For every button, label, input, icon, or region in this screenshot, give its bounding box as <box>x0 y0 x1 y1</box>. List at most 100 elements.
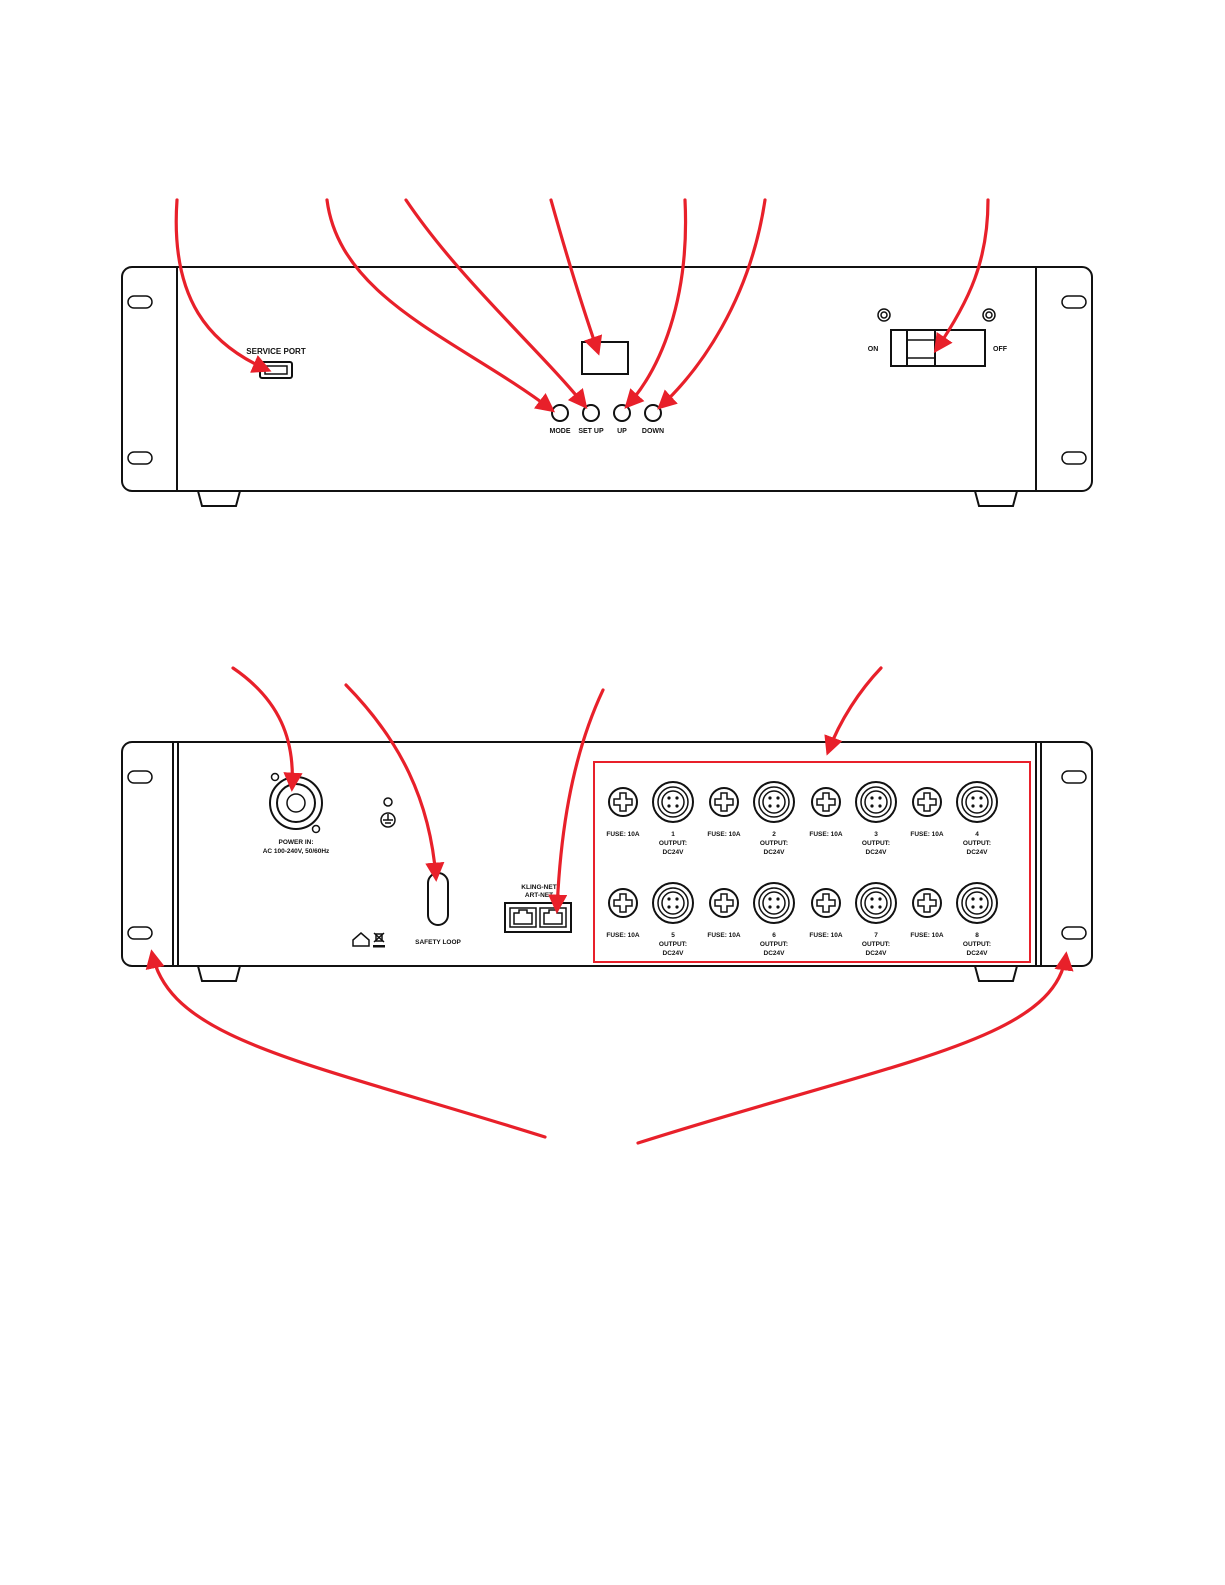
output-connector <box>753 882 795 924</box>
indicator-led <box>383 797 393 807</box>
rear-chassis <box>121 741 1093 967</box>
fuse-label: FUSE: 10A <box>707 932 741 939</box>
fuse-label: FUSE: 10A <box>910 831 944 838</box>
up-button-label: UP <box>617 428 627 435</box>
fuse-label: FUSE: 10A <box>809 932 843 939</box>
output-voltage-label: DC24V <box>967 849 989 856</box>
rear-callout-arrows <box>145 666 1074 1145</box>
output-label: OUTPUT: <box>760 941 788 948</box>
power-in-label: POWER IN: <box>278 839 313 846</box>
output-label: OUTPUT: <box>659 941 687 948</box>
fuse-holder <box>608 888 638 918</box>
fuse-holder <box>709 787 739 817</box>
arrow-setup <box>404 198 588 409</box>
output-number: 4 <box>975 831 979 838</box>
arrow-power-switch <box>933 198 990 354</box>
art-net-label: ART-NET <box>525 892 553 899</box>
fuse-label: FUSE: 10A <box>606 831 640 838</box>
rack-slot <box>127 295 153 309</box>
safety-loop <box>427 872 449 926</box>
kling-net-label: KLING-NET <box>521 884 556 891</box>
output-voltage-label: DC24V <box>663 950 685 957</box>
fuse-label: FUSE: 10A <box>910 932 944 939</box>
output-voltage-label: DC24V <box>866 950 888 957</box>
output-connector <box>753 781 795 823</box>
up-button <box>613 404 631 422</box>
switch-off-label: OFF <box>993 346 1008 353</box>
display-window <box>581 341 629 375</box>
arrow-network <box>548 688 605 914</box>
arrow-power-in <box>231 666 303 792</box>
service-port-label: SERVICE PORT <box>246 347 306 356</box>
output-number: 7 <box>874 932 878 939</box>
down-button-label: DOWN <box>642 428 664 435</box>
rack-slot <box>127 926 153 940</box>
safety-loop-label: SAFETY LOOP <box>415 939 461 946</box>
down-button <box>644 404 662 422</box>
output-label: OUTPUT: <box>659 840 687 847</box>
front-chassis <box>121 266 1093 492</box>
rear-panel: POWER IN: AC 100-240V, 50/60Hz SAFETY LO… <box>121 741 1093 982</box>
fuse-holder <box>912 888 942 918</box>
setup-button <box>582 404 600 422</box>
arrow-display <box>549 198 603 356</box>
fuse-label: FUSE: 10A <box>707 831 741 838</box>
arrow-safety-loop <box>344 683 445 882</box>
fuse-holder <box>811 888 841 918</box>
mode-button-label: MODE <box>550 428 571 435</box>
output-connector <box>956 781 998 823</box>
rack-slot <box>127 770 153 784</box>
rj45-port-1 <box>509 907 537 928</box>
output-voltage-label: DC24V <box>764 950 786 957</box>
front-callout-arrows <box>174 198 990 413</box>
output-label: OUTPUT: <box>963 840 991 847</box>
setup-button-label: SET UP <box>578 428 604 435</box>
mode-button <box>551 404 569 422</box>
fuse-holder <box>811 787 841 817</box>
rack-slot <box>1061 295 1087 309</box>
output-number: 6 <box>772 932 776 939</box>
fuse-label: FUSE: 10A <box>606 932 640 939</box>
output-number: 3 <box>874 831 878 838</box>
foot <box>197 490 241 507</box>
output-voltage-label: DC24V <box>663 849 685 856</box>
output-label: OUTPUT: <box>760 840 788 847</box>
arrow-down <box>657 198 767 410</box>
switch-screw <box>982 308 996 322</box>
front-panel: SERVICE PORT MODE SET UP UP DOWN ON OFF <box>121 266 1093 507</box>
output-label: OUTPUT: <box>862 941 890 948</box>
output-connector <box>652 882 694 924</box>
output-connector <box>855 781 897 823</box>
weee-bin-icon <box>373 932 385 948</box>
fuse-holder <box>912 787 942 817</box>
arrow-left-ear <box>145 949 547 1139</box>
arrow-outputs <box>824 666 883 756</box>
output-number: 1 <box>671 831 675 838</box>
output-connector <box>956 882 998 924</box>
indoor-use-icon <box>352 932 370 947</box>
arrow-service-port <box>174 198 272 373</box>
rack-slot <box>1061 451 1087 465</box>
arrow-right-ear <box>636 951 1074 1145</box>
arrow-up <box>624 198 688 409</box>
output-label: OUTPUT: <box>862 840 890 847</box>
power-switch <box>890 329 986 367</box>
output-connector <box>855 882 897 924</box>
arrow-mode <box>325 198 556 413</box>
ground-icon <box>380 812 396 828</box>
output-number: 2 <box>772 831 776 838</box>
power-spec-label: AC 100-240V, 50/60Hz <box>263 848 330 855</box>
outputs-highlight-box <box>593 761 1031 963</box>
output-number: 8 <box>975 932 979 939</box>
output-connector <box>652 781 694 823</box>
fuse-holder <box>709 888 739 918</box>
network-port-block <box>504 902 572 933</box>
fuse-holder <box>608 787 638 817</box>
fuse-label: FUSE: 10A <box>809 831 843 838</box>
rack-slot <box>1061 770 1087 784</box>
foot <box>974 965 1018 982</box>
foot <box>197 965 241 982</box>
output-voltage-label: DC24V <box>866 849 888 856</box>
foot <box>974 490 1018 507</box>
